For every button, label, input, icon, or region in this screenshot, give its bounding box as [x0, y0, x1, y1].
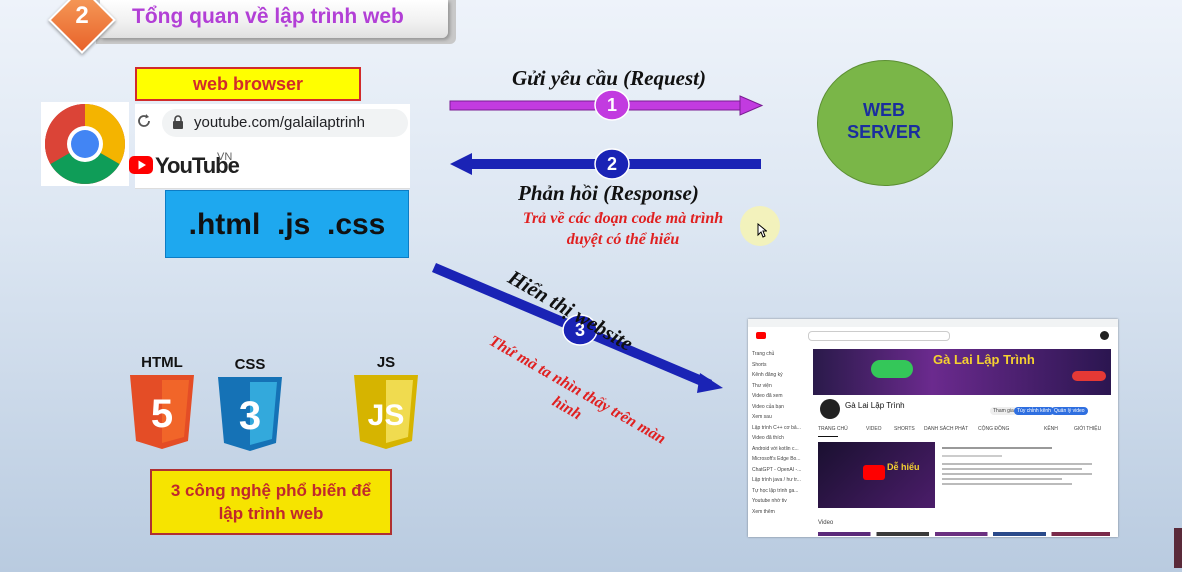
manage-videos-button[interactable]: Quản lý video [1051, 407, 1088, 415]
youtube-logo-text: YouTube [155, 153, 240, 178]
banner-badge [871, 360, 913, 378]
tab-playlists[interactable]: DANH SÁCH PHÁT [924, 426, 969, 432]
screenshot-sidebar-item[interactable]: ChatGPT - OpenAI -... [752, 466, 802, 473]
response-label: Phản hồi (Response) [518, 181, 699, 205]
banner-title: Gà Lai Lập Trình [933, 352, 1035, 367]
reload-icon[interactable] [136, 113, 152, 134]
web-server-line1: WEB [863, 100, 905, 120]
html5-logo-icon: HTML 5 [128, 353, 196, 458]
web-browser-label: web browser [135, 67, 361, 101]
url-text: youtube.com/galailaptrinh [194, 114, 365, 131]
active-tab-underline [818, 436, 838, 437]
screenshot-sidebar-item[interactable]: Video đã xem [752, 393, 783, 399]
video-description-lines [942, 444, 1102, 488]
screenshot-browser-bar [748, 319, 1118, 327]
web-server-label: WEB SERVER [817, 99, 951, 143]
screenshot-avatar [1100, 331, 1109, 340]
response-desc-line1: Trả về các đoạn code mà trình [522, 210, 724, 227]
edge-thumbnail [1174, 528, 1182, 568]
svg-text:CSS: CSS [235, 356, 266, 373]
screenshot-sidebar-item[interactable]: Video của bạn [752, 403, 784, 410]
step-2-badge [594, 148, 630, 180]
tab-about[interactable]: GIỚI THIỆU [1074, 426, 1102, 432]
web-server-line2: SERVER [847, 122, 921, 142]
css3-logo-icon: CSS 3 [216, 355, 284, 460]
tab-home[interactable]: TRANG CHỦ [818, 426, 848, 432]
join-button[interactable]: Tham gia [990, 407, 1017, 415]
screenshot-sidebar-item[interactable]: Android với kotlin c... [752, 445, 799, 452]
web-server-circle [817, 60, 953, 186]
screenshot-sidebar-item[interactable]: Youtube nhờ tiv [752, 498, 787, 504]
svg-text:3: 3 [239, 394, 261, 438]
response-description: Trả về các đoạn code mà trình duyệt có t… [498, 208, 748, 250]
channel-name: Gà Lai Lập Trình [845, 401, 905, 410]
svg-text:5: 5 [151, 392, 173, 436]
lock-icon [172, 115, 184, 135]
header-banner [100, 0, 448, 38]
chrome-logo-icon [41, 102, 129, 186]
request-label: Gửi yêu cầu (Request) [512, 66, 706, 90]
channel-banner [813, 349, 1111, 395]
file-types-box [165, 190, 409, 258]
mouse-pointer-icon [757, 222, 768, 243]
technologies-caption-line1: 3 công nghệ phổ biến để [170, 481, 372, 500]
screenshot-sidebar-item[interactable]: Kênh đăng ký [752, 372, 783, 378]
screenshot-search-box [808, 331, 950, 341]
banner-subscribe-badge [1072, 371, 1106, 381]
svg-text:HTML: HTML [141, 354, 183, 371]
page-title: Tổng quan về lập trình web [132, 5, 404, 28]
video-row-thumbnails [818, 532, 1110, 536]
screenshot-sidebar-item[interactable]: Trang chủ [752, 351, 775, 357]
channel-avatar [820, 399, 840, 419]
tab-channels[interactable]: KÊNH [1044, 426, 1058, 432]
step-3-badge [562, 314, 598, 346]
screenshot-yt-logo-icon [756, 332, 766, 339]
address-bar[interactable] [162, 109, 408, 137]
technologies-caption-box [150, 469, 392, 535]
thumbnail-play-icon [863, 465, 885, 480]
step-1-number: 1 [606, 95, 617, 115]
tab-community[interactable]: CỘNG ĐỒNG [978, 426, 1010, 432]
screenshot-sidebar-item[interactable]: Xem thêm [752, 508, 775, 515]
js-logo-icon: JS JS [352, 353, 420, 458]
youtube-region: VN [217, 151, 233, 163]
screenshot-sidebar-item[interactable]: Lập trình C++ cơ bả... [752, 424, 801, 431]
file-types-text: .html .js .css [188, 208, 386, 241]
screenshot-sidebar-item[interactable]: Microsoft's Edge Bo... [752, 456, 801, 462]
step-1-badge [594, 89, 630, 121]
technologies-caption: 3 công nghệ phổ biến để lập trình web [150, 479, 392, 525]
step-3-number: 3 [574, 320, 585, 340]
technologies-caption-line2: lập trình web [218, 504, 324, 523]
screenshot-sidebar-item[interactable]: Shorts [752, 361, 767, 368]
tab-video[interactable]: VIDEO [866, 426, 882, 432]
screenshot-sidebar-item[interactable]: Video đã thích [752, 435, 784, 441]
tab-shorts[interactable]: SHORTS [894, 426, 915, 432]
step-2-number: 2 [606, 154, 617, 174]
response-desc-line2: duyệt có thể hiểu [566, 231, 680, 248]
youtube-play-icon [129, 156, 153, 179]
screenshot-sidebar-item[interactable]: Xem sau [752, 414, 772, 420]
svg-text:JS: JS [368, 399, 405, 432]
video-section-label: Video [818, 520, 834, 526]
thumbnail-caption: Dễ hiểu [887, 462, 920, 472]
section-number: 2 [75, 2, 89, 29]
screenshot-sidebar-item[interactable]: Thư viện [752, 382, 772, 389]
svg-text:JS: JS [377, 354, 395, 371]
customize-channel-button[interactable]: Tùy chỉnh kênh [1014, 407, 1054, 415]
screenshot-sidebar-item[interactable]: Tự học lập trình ga... [752, 487, 799, 494]
channel-tabs: TRANG CHỦ VIDEO SHORTS DANH SÁCH PHÁT CỘ… [818, 426, 1108, 436]
screenshot-sidebar-item[interactable]: Lập trình java / hư tr... [752, 477, 801, 483]
